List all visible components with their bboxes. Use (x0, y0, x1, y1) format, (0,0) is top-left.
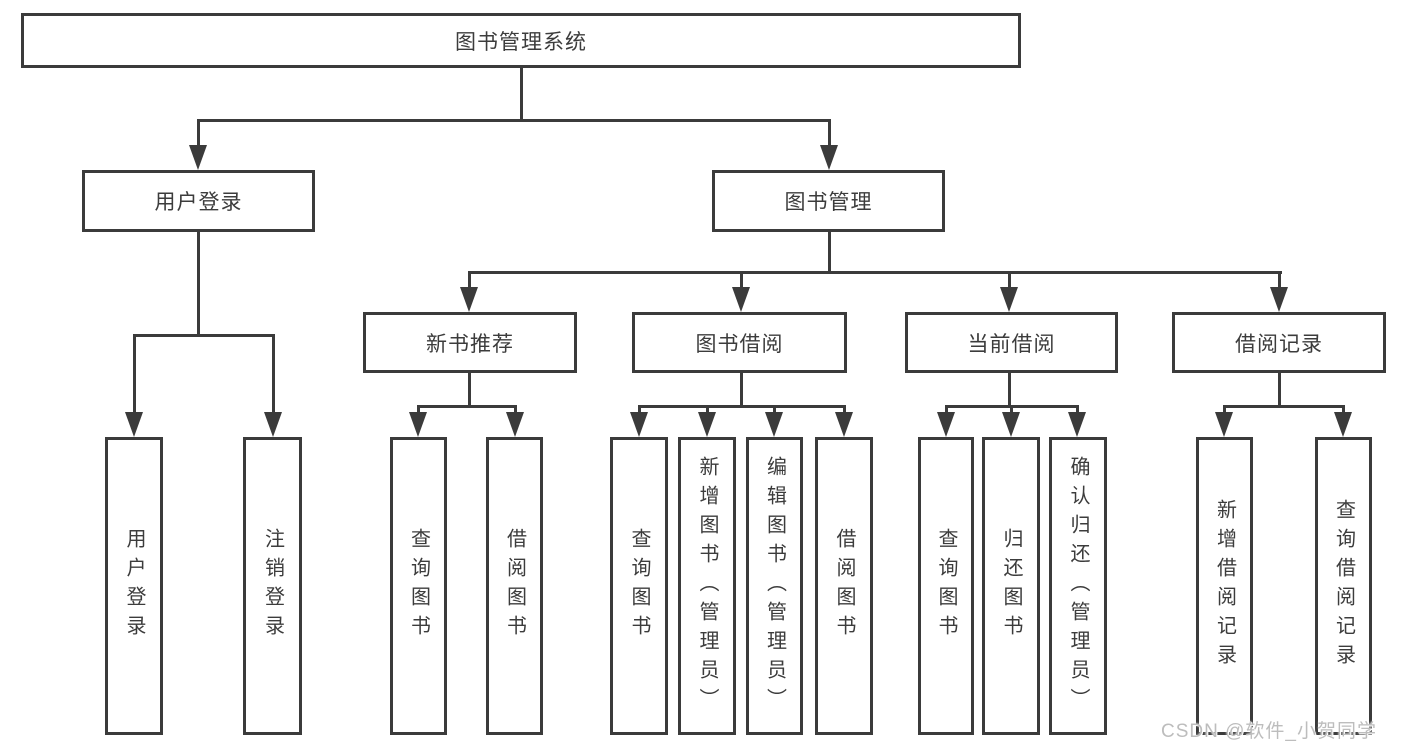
connector-nb-query-drop (417, 405, 420, 417)
node-user-login-label: 用户登录 (154, 191, 243, 214)
arrow-to-cb-return (1002, 412, 1020, 437)
arrow-to-cb-query (937, 412, 955, 437)
connector-book-borrow-stem (740, 370, 743, 408)
connector-root-stem (520, 66, 523, 122)
leaf-cb-query-books: 查询图书 (918, 437, 974, 735)
connector-current-borrow-drop (1008, 271, 1011, 289)
arrow-to-bb-add (698, 412, 716, 437)
leaf-bb-query-books-label: 查询图书 (628, 528, 650, 644)
connector-cb-return-drop (1010, 405, 1013, 417)
node-borrow-records-label: 借阅记录 (1235, 332, 1323, 356)
leaf-logout-label: 注销登录 (261, 528, 284, 644)
connector-user-login-rail (133, 334, 275, 337)
csdn-watermark: CSDN @软件_小贺同学 (1161, 721, 1377, 742)
connector-new-books-stem (468, 370, 471, 408)
leaf-cb-return-books-label: 归还图书 (1000, 528, 1022, 644)
arrow-to-new-books (460, 287, 478, 312)
arrow-to-br-query (1334, 412, 1352, 437)
leaf-bb-query-books: 查询图书 (610, 437, 668, 735)
arrow-to-bb-query (630, 412, 648, 437)
leaf-nb-query-books: 查询图书 (390, 437, 447, 735)
leaf-bb-edit-books-admin: 编辑图书（管理员） (746, 437, 803, 735)
leaf-bb-add-books-admin-label: 新增图书（管理员） (696, 455, 718, 717)
arrow-to-borrow-records (1270, 287, 1288, 312)
leaf-logout: 注销登录 (243, 437, 302, 735)
arrow-to-book-management (820, 145, 838, 170)
connector-book-borrow-rail (638, 405, 846, 408)
leaf-br-add-record: 新增借阅记录 (1196, 437, 1253, 735)
connector-bb-add-drop (706, 405, 709, 417)
connector-user-login-drop (197, 119, 200, 149)
connector-borrow-records-drop (1278, 271, 1281, 289)
node-book-management: 图书管理 (712, 170, 945, 232)
connector-br-add-drop (1223, 405, 1226, 417)
arrow-to-nb-query (409, 412, 427, 437)
arrow-to-nb-borrow (506, 412, 524, 437)
leaf-bb-add-books-admin: 新增图书（管理员） (678, 437, 736, 735)
leaf-nb-borrow-books: 借阅图书 (486, 437, 543, 735)
connector-root-rail (197, 119, 831, 122)
leaf-nb-borrow-books-label: 借阅图书 (503, 528, 526, 644)
connector-cb-confirm-drop (1076, 405, 1079, 417)
node-book-borrow: 图书借阅 (632, 312, 847, 373)
connector-leaf-logout-drop (272, 334, 275, 412)
connector-borrow-records-stem (1278, 370, 1281, 408)
connector-bb-edit-drop (773, 405, 776, 417)
connector-book-borrow-drop (740, 271, 743, 289)
connector-leaf-login-drop (133, 334, 136, 412)
node-borrow-records: 借阅记录 (1172, 312, 1386, 373)
arrow-to-bb-edit (765, 412, 783, 437)
leaf-nb-query-books-label: 查询图书 (407, 528, 430, 644)
arrow-to-book-borrow (732, 287, 750, 312)
node-book-borrow-label: 图书借阅 (695, 332, 784, 356)
leaf-cb-confirm-return-admin: 确认归还（管理员） (1049, 437, 1107, 735)
arrow-to-leaf-login (125, 412, 143, 437)
arrow-to-leaf-logout (264, 412, 282, 437)
connector-book-mgmt-stem (828, 229, 831, 274)
node-new-book-recommend-label: 新书推荐 (426, 332, 514, 356)
node-new-book-recommend: 新书推荐 (363, 312, 577, 373)
arrow-to-cb-confirm (1068, 412, 1086, 437)
leaf-bb-borrow-books: 借阅图书 (815, 437, 873, 735)
leaf-bb-edit-books-admin-label: 编辑图书（管理员） (763, 455, 786, 717)
leaf-br-query-record: 查询借阅记录 (1315, 437, 1372, 735)
leaf-cb-confirm-return-admin-label: 确认归还（管理员） (1067, 455, 1089, 717)
connector-current-borrow-stem (1008, 370, 1011, 408)
connector-cb-query-drop (945, 405, 948, 417)
leaf-br-query-record-label: 查询借阅记录 (1332, 499, 1355, 673)
leaf-bb-borrow-books-label: 借阅图书 (833, 528, 855, 644)
connector-nb-borrow-drop (514, 405, 517, 417)
leaf-user-login-label: 用户登录 (123, 528, 145, 644)
arrow-to-user-login (189, 145, 207, 170)
connector-user-login-stem (197, 229, 200, 336)
connector-bb-borrow-drop (843, 405, 846, 417)
connector-br-query-drop (1342, 405, 1345, 417)
connector-borrow-records-rail (1223, 405, 1344, 408)
leaf-br-add-record-label: 新增借阅记录 (1213, 499, 1236, 673)
arrow-to-current-borrow (1000, 287, 1018, 312)
node-library-system: 图书管理系统 (21, 13, 1021, 68)
connector-new-books-rail (417, 405, 517, 408)
node-book-management-label: 图书管理 (784, 191, 873, 214)
node-library-system-label: 图书管理系统 (455, 30, 587, 54)
node-user-login: 用户登录 (82, 170, 315, 232)
connector-book-mgmt-drop (828, 119, 831, 149)
node-current-borrow: 当前借阅 (905, 312, 1118, 373)
leaf-cb-return-books: 归还图书 (982, 437, 1040, 735)
connector-book-mgmt-rail (468, 271, 1282, 274)
connector-bb-query-drop (638, 405, 641, 417)
node-current-borrow-label: 当前借阅 (967, 332, 1056, 356)
leaf-user-login: 用户登录 (105, 437, 163, 735)
leaf-cb-query-books-label: 查询图书 (935, 528, 957, 644)
arrow-to-br-add (1215, 412, 1233, 437)
arrow-to-bb-borrow (835, 412, 853, 437)
connector-new-books-drop (468, 271, 471, 289)
